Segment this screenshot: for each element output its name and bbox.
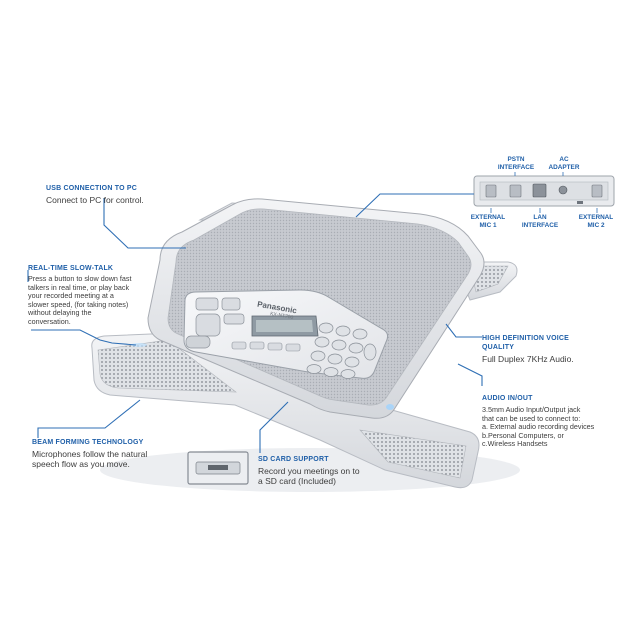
slow-talk-line: your recorded meeting at a (28, 291, 114, 301)
function-key (223, 313, 245, 325)
slow-talk-line: Press a button to slow down fast (28, 274, 132, 283)
hd-voice-text: Full Duplex 7KHz Audio. (482, 354, 574, 364)
slow-talk-callout: REAL-TIME SLOW-TALK Press a button to sl… (28, 264, 168, 327)
beam-forming-line: speech flow as you move. (32, 459, 130, 469)
pstn-label-line: INTERFACE (497, 163, 535, 171)
lan-label-line: INTERFACE (521, 221, 559, 229)
sd-card-line: a SD card (Included) (258, 476, 336, 486)
audio-io-line: b.Personal Computers, or (482, 430, 564, 440)
lan-label-line: LAN (533, 214, 547, 221)
sd-card-title: SD CARD SUPPORT (258, 456, 329, 463)
ac-label-line: ADAPTER (548, 163, 580, 171)
beam-forming-callout: BEAM FORMING TECHNOLOGY Microphones foll… (32, 438, 147, 469)
hd-voice-title: QUALITY (482, 344, 515, 351)
slow-talk-line: without delaying the (28, 308, 92, 318)
lan-port (532, 183, 547, 198)
audio-io-callout: AUDIO IN/OUT 3.5mm Audio Input/Output ja… (482, 394, 632, 449)
volume-key (195, 297, 219, 311)
ac-adapter-port (558, 185, 568, 195)
audio-io-line: that can be used to connect to: (482, 413, 581, 423)
ac-label-line: AC (559, 156, 569, 163)
speaker-grille-front (359, 429, 467, 479)
hd-voice-title: HIGH DEFINITION VOICE (482, 335, 570, 342)
hd-voice-callout: HIGH DEFINITION VOICE QUALITY Full Duple… (482, 334, 574, 364)
audio-io-line: a. External audio recording devices (482, 422, 595, 432)
pstn-interface-label: PSTN INTERFACE (494, 156, 538, 171)
usb-title: USB CONNECTION TO PC (46, 185, 137, 192)
audio-io-line: c.Wireless Handsets (482, 439, 548, 449)
slow-talk-line: talkers in real time, or play back (28, 282, 130, 292)
ac-adapter-label: AC ADAPTER (542, 156, 586, 171)
audio-io-title: AUDIO IN/OUT (482, 395, 533, 402)
dial-keypad (306, 322, 377, 379)
ext-mic1-label: EXTERNAL MIC 1 (466, 214, 510, 229)
slow-talk-line: slower speed, (for taking notes) (28, 299, 129, 309)
sd-card-line: Record you meetings on to (258, 466, 360, 476)
beam-forming-line: Microphones follow the natural (32, 449, 148, 459)
ext-mic2-label-line: EXTERNAL (578, 214, 614, 221)
speaker-grille-left (97, 339, 237, 393)
audio-io-line: 3.5mm Audio Input/Output jack (482, 405, 581, 414)
slow-talk-title: REAL-TIME SLOW-TALK (28, 265, 114, 272)
status-led (386, 404, 394, 410)
beam-forming-title: BEAM FORMING TECHNOLOGY (32, 439, 144, 446)
sd-card-callout: SD CARD SUPPORT Record you meetings on t… (258, 455, 360, 486)
ext-mic2-label-line: MIC 2 (587, 221, 605, 229)
pstn-label-line: PSTN (507, 156, 525, 163)
mute-key (221, 297, 241, 311)
usb-callout: USB CONNECTION TO PC Connect to PC for c… (46, 184, 144, 205)
ext-mic1-port (485, 184, 497, 198)
lan-interface-label: LAN INTERFACE (518, 214, 562, 229)
usb-text: Connect to PC for control. (46, 195, 144, 205)
ext-mic1-label-line: EXTERNAL (470, 214, 506, 221)
ext-mic2-label: EXTERNAL MIC 2 (574, 214, 618, 229)
ext-mic1-label-line: MIC 1 (479, 221, 497, 229)
nav-key (195, 313, 221, 337)
ext-mic2-port (591, 184, 603, 198)
slow-talk-line: conversation. (28, 316, 71, 326)
pstn-port (509, 184, 522, 198)
call-key (185, 335, 211, 349)
